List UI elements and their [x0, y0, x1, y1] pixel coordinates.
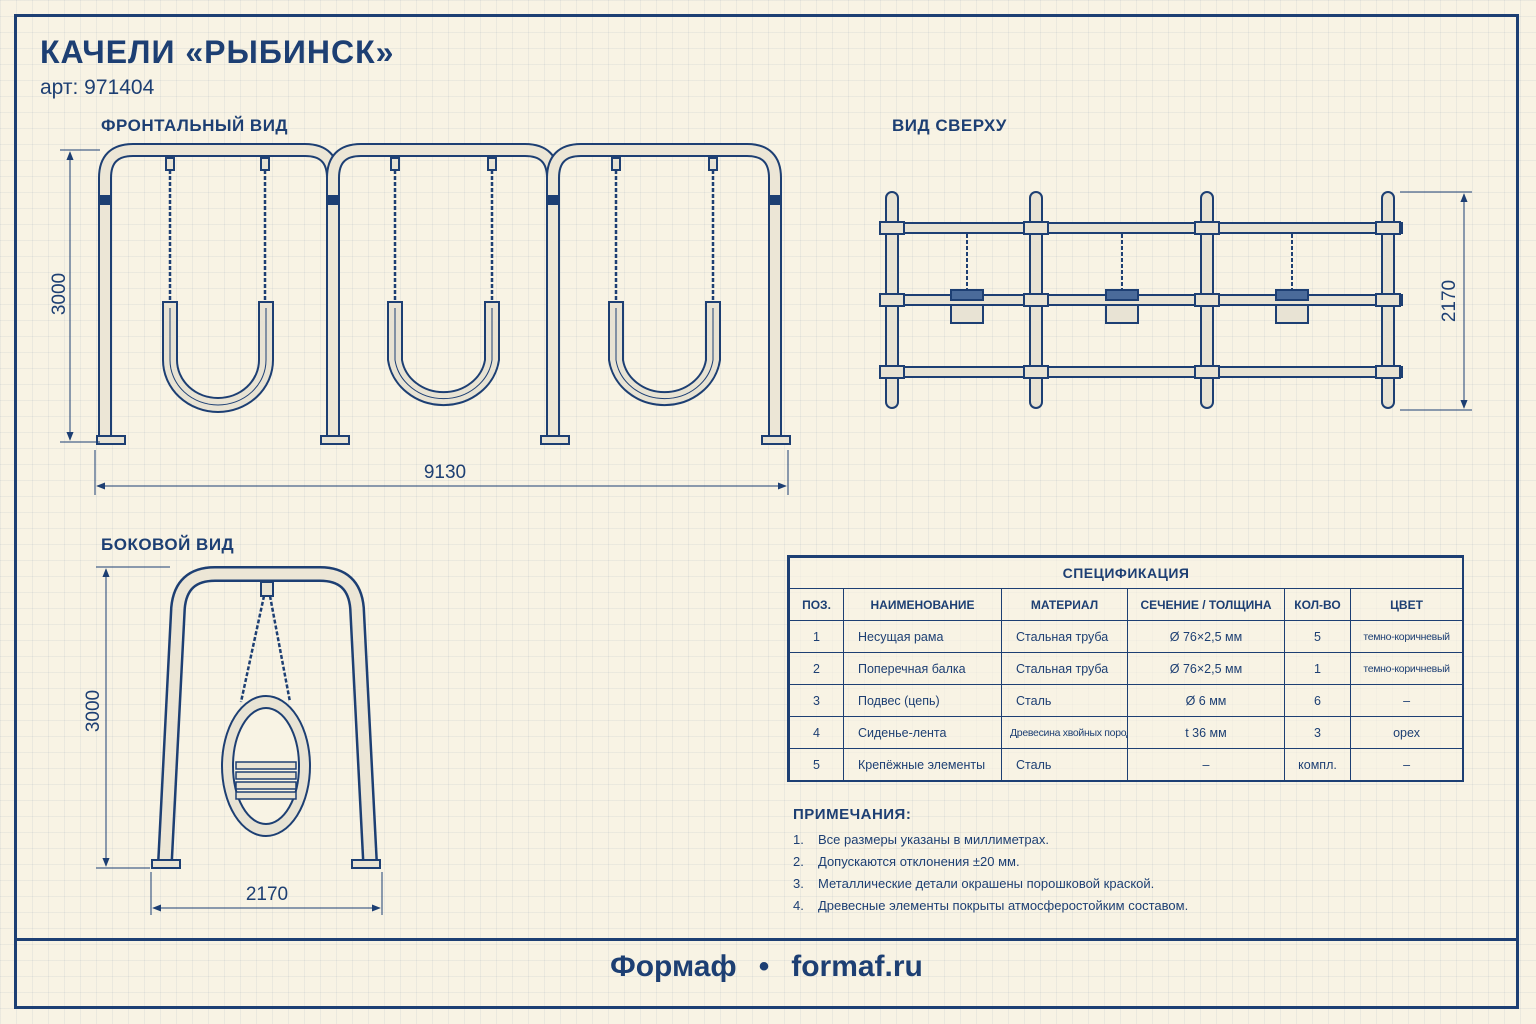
- front-swing-3: [608, 157, 721, 407]
- note-item: 3. Металлические детали окрашены порошков…: [793, 873, 1188, 895]
- spec-cell: Стальная труба: [1001, 620, 1128, 653]
- table-row: 4 Сиденье-лента Древесина хвойных пород …: [789, 716, 1464, 749]
- side-height-dim: 3000: [83, 689, 104, 733]
- side-seat-slats: [235, 761, 297, 800]
- front-view: [60, 143, 791, 495]
- front-swing-2: [387, 157, 500, 407]
- side-view-label: БОКОВОЙ ВИД: [101, 535, 235, 554]
- note-number: 3.: [793, 876, 804, 891]
- spec-header-section: СЕЧЕНИЕ / ТОЛЩИНА: [1127, 588, 1285, 621]
- drawing-frame: [14, 14, 1519, 1009]
- spec-cell: –: [1349, 748, 1464, 781]
- page-title: КАЧЕЛИ «РЫБИНСК»: [40, 34, 395, 70]
- spec-cell: Ø 6 мм: [1127, 684, 1285, 717]
- spec-header-qty: КОЛ-ВО: [1284, 588, 1351, 621]
- spec-cell: темно-коричневый: [1349, 620, 1464, 653]
- spec-cell: Сталь: [1001, 748, 1128, 781]
- note-item: 4. Древесные элементы покрыты атмосферост…: [793, 895, 1188, 917]
- article-number: арт: 971404: [40, 76, 155, 99]
- side-view: [96, 566, 383, 915]
- spec-cell: –: [1127, 748, 1285, 781]
- spec-cell: Несущая рама: [843, 620, 1002, 653]
- spec-cell: Сиденье-лента: [843, 716, 1002, 749]
- spec-cell: 2: [789, 652, 844, 685]
- footer-site-link[interactable]: formaf.ru: [791, 950, 923, 983]
- spec-cell: 5: [789, 748, 844, 781]
- spec-cell: 3: [1284, 716, 1351, 749]
- note-text: Допускаются отклонения ±20 мм.: [818, 854, 1020, 869]
- top-depth-dim: 2170: [1439, 279, 1460, 323]
- spec-header-pos: ПОЗ.: [789, 588, 844, 621]
- note-number: 4.: [793, 898, 804, 913]
- notes-section: ПРИМЕЧАНИЯ: 1. Все размеры указаны в милл…: [793, 806, 1188, 917]
- footer-separator: •: [758, 950, 770, 983]
- spec-cell: темно-коричневый: [1349, 652, 1464, 685]
- note-text: Древесные элементы покрыты атмосферостой…: [818, 898, 1189, 913]
- spec-cell: –: [1349, 684, 1464, 717]
- top-seats: [950, 234, 1309, 324]
- front-height-dim: 3000: [49, 272, 70, 316]
- spec-header-name: НАИМЕНОВАНИЕ: [843, 588, 1002, 621]
- table-row: 2 Поперечная балка Стальная труба Ø 76×2…: [789, 652, 1464, 685]
- spec-header-material: МАТЕРИАЛ: [1001, 588, 1128, 621]
- note-item: 2. Допускаются отклонения ±20 мм.: [793, 851, 1188, 873]
- spec-cell: Крепёжные элементы: [843, 748, 1002, 781]
- note-number: 1.: [793, 832, 804, 847]
- spec-cell: Ø 76×2,5 мм: [1127, 652, 1285, 685]
- spec-cell: 6: [1284, 684, 1351, 717]
- spec-cell: Ø 76×2,5 мм: [1127, 620, 1285, 653]
- table-row: 3 Подвес (цепь) Сталь Ø 6 мм 6 –: [789, 684, 1464, 717]
- note-text: Металлические детали окрашены порошковой…: [818, 876, 1155, 891]
- spec-cell: 5: [1284, 620, 1351, 653]
- footer-divider: [14, 938, 1519, 941]
- spec-header-color: ЦВЕТ: [1349, 588, 1464, 621]
- front-view-label: ФРОНТАЛЬНЫЙ ВИД: [101, 116, 289, 135]
- spec-cell: Сталь: [1001, 684, 1128, 717]
- footer-brand: Формаф: [610, 950, 737, 983]
- side-dimensions: [96, 566, 383, 915]
- footer: Формаф • formaf.ru: [14, 950, 1519, 984]
- top-dimensions: [1400, 191, 1472, 411]
- front-width-dim: 9130: [423, 462, 467, 483]
- table-row: 1 Несущая рама Стальная труба Ø 76×2,5 м…: [789, 620, 1464, 653]
- spec-cell: 1: [789, 620, 844, 653]
- spec-cell: Подвес (цепь): [843, 684, 1002, 717]
- note-number: 2.: [793, 854, 804, 869]
- spec-cell: 1: [1284, 652, 1351, 685]
- front-swing-1: [162, 157, 274, 413]
- spec-cell: 3: [789, 684, 844, 717]
- top-view-label: ВИД СВЕРХУ: [892, 116, 1007, 135]
- side-width-dim: 2170: [245, 884, 289, 905]
- spec-caption: СПЕЦИФИКАЦИЯ: [788, 557, 1464, 589]
- spec-cell: Древесина хвойных пород: [1001, 716, 1128, 749]
- front-frame: [96, 143, 791, 445]
- top-view: [879, 191, 1472, 411]
- spec-cell: Стальная труба: [1001, 652, 1128, 685]
- note-item: 1. Все размеры указаны в миллиметрах.: [793, 829, 1188, 851]
- table-row: 5 Крепёжные элементы Сталь – компл. –: [789, 748, 1464, 781]
- notes-heading: ПРИМЕЧАНИЯ:: [793, 806, 912, 823]
- specification-table: СПЕЦИФИКАЦИЯ ПОЗ. НАИМЕНОВАНИЕ МАТЕРИАЛ …: [787, 555, 1464, 782]
- front-dimensions: [60, 149, 789, 495]
- spec-cell: Поперечная балка: [843, 652, 1002, 685]
- note-text: Все размеры указаны в миллиметрах.: [818, 832, 1049, 847]
- spec-cell: t 36 мм: [1127, 716, 1285, 749]
- spec-cell: компл.: [1284, 748, 1351, 781]
- spec-cell: 4: [789, 716, 844, 749]
- spec-cell: орех: [1349, 716, 1464, 749]
